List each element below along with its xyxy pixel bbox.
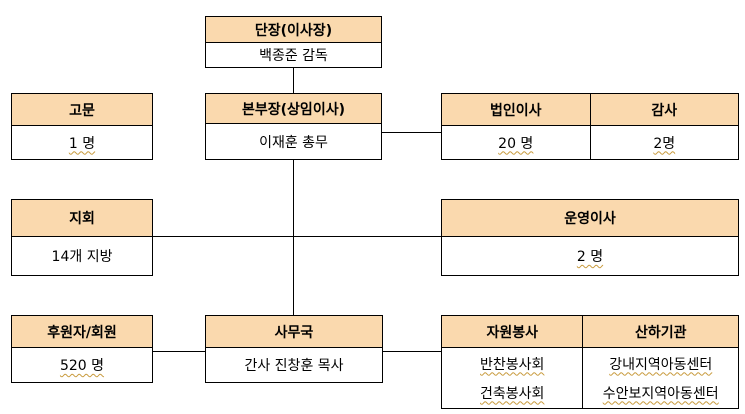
branch-value: 14개 지방 — [51, 249, 113, 265]
line-sponsors-secretariat — [152, 351, 206, 352]
line-hq-vertical — [293, 159, 294, 316]
line-branch-operating — [152, 236, 442, 237]
secretariat-box: 사무국 간사 진창훈 목사 — [205, 315, 383, 383]
advisor-value: 1 명 — [68, 135, 96, 152]
advisor-box: 고문 1 명 — [11, 93, 153, 160]
volunteer-list: 반찬봉사회 건축봉사회 — [442, 348, 582, 408]
auditor-value: 2명 — [653, 135, 676, 152]
line-secretariat-volunteer — [382, 351, 442, 352]
sponsors-box: 후원자/회원 520 명 — [11, 315, 153, 383]
board-box: 법인이사 20 명 감사 2명 — [441, 93, 739, 160]
headquarters-box: 본부장(상임이사) 이재훈 총무 — [205, 93, 382, 160]
volunteer-title: 자원봉사 — [442, 316, 583, 348]
line-director-to-hq — [293, 67, 294, 93]
director-box: 단장(이사장) 백종준 감독 — [205, 16, 382, 68]
sponsors-value: 520 명 — [59, 358, 105, 374]
operating-board-value: 2 명 — [576, 249, 604, 265]
sponsors-title: 후원자/회원 — [12, 316, 152, 348]
affiliates-item: 강내지역아동센터 — [609, 356, 713, 373]
headquarters-value: 이재훈 총무 — [259, 134, 328, 151]
operating-board-box: 운영이사 2 명 — [441, 199, 739, 276]
corporate-board-title: 법인이사 — [442, 94, 590, 126]
auditor-title: 감사 — [590, 94, 738, 126]
branch-box: 지회 14개 지방 — [11, 199, 153, 276]
volunteer-affiliates-box: 자원봉사 반찬봉사회 건축봉사회 산하기관 강내지역아동센터 수안보지역아동센터 — [441, 315, 739, 409]
corporate-board-value: 20 명 — [498, 135, 534, 152]
affiliates-list: 강내지역아동센터 수안보지역아동센터 — [583, 348, 738, 408]
secretariat-value: 간사 진창훈 목사 — [244, 358, 344, 374]
affiliates-item: 수안보지역아동센터 — [602, 385, 719, 402]
volunteer-item: 반찬봉사회 — [480, 356, 545, 373]
branch-title: 지회 — [12, 200, 152, 237]
affiliates-title: 산하기관 — [583, 316, 738, 348]
secretariat-title: 사무국 — [206, 316, 382, 348]
director-title: 단장(이사장) — [206, 17, 381, 43]
volunteer-item: 건축봉사회 — [480, 385, 545, 402]
line-hq-to-board — [381, 132, 442, 133]
operating-board-title: 운영이사 — [442, 200, 738, 237]
director-value: 백종준 감독 — [259, 48, 328, 64]
advisor-title: 고문 — [12, 94, 152, 126]
headquarters-title: 본부장(상임이사) — [206, 94, 381, 124]
